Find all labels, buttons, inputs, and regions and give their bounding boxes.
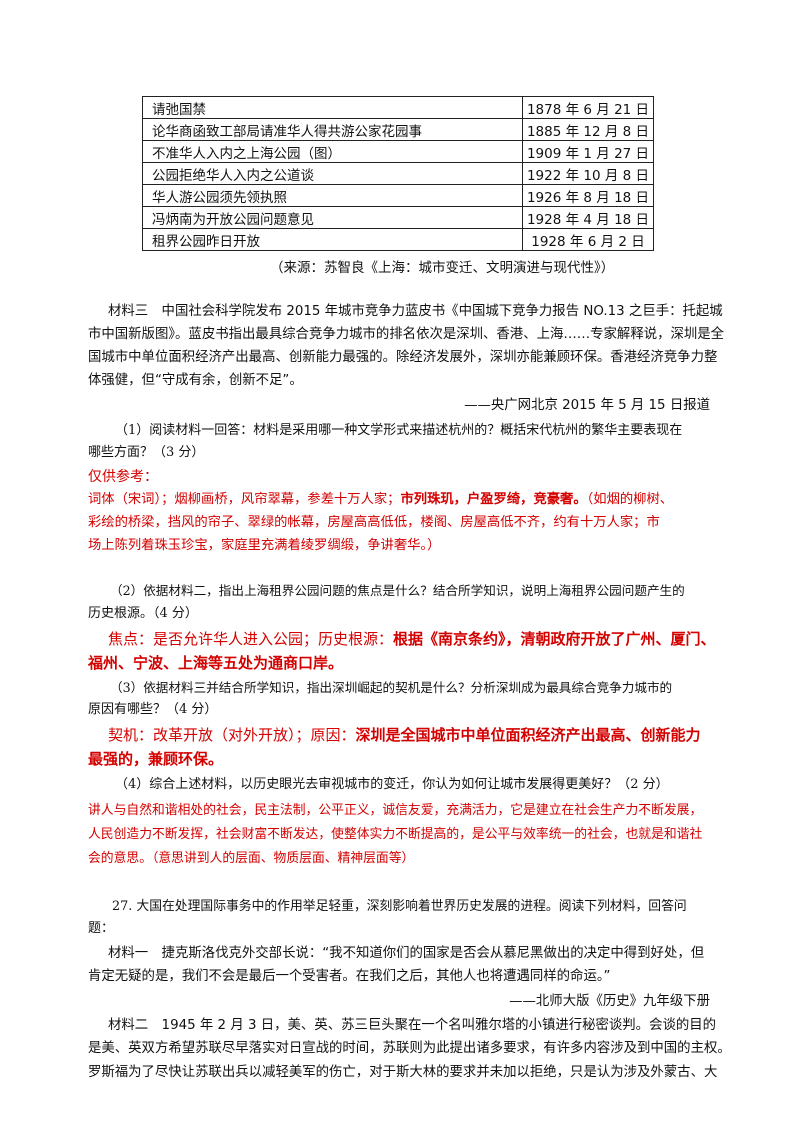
- q27-material2-line: 材料二 1945 年 2 月 3 日，美、英、苏三巨头聚在一个名叫雅尔塔的小镇进…: [108, 1018, 717, 1033]
- q3-line: 原因有哪些？（4 分）: [88, 702, 218, 717]
- q27-line: 题：: [88, 921, 115, 936]
- q3-line: （3）依据材料三并结合所学知识，指出深圳崛起的契机是什么？分析深圳成为最具综合竞…: [110, 680, 673, 695]
- material3-line: 体强健，但“守成有余，创新不足”。: [88, 373, 303, 388]
- q1-answer-text: （如烟的柳树、: [586, 492, 674, 507]
- date-cell: 1922 年 10 月 8 日: [522, 162, 654, 185]
- q1-line: （1）阅读材料一回答：材料是采用哪一种文学形式来描述杭州的？概括宋代杭州的繁华主…: [115, 423, 683, 438]
- event-cell: 不准华人入内之上海公园（图）: [142, 140, 523, 163]
- material3-line: 国城市中单位面积经济产出最高、创新能力最强的。除经济发展外，深圳亦能兼顾环保。香…: [88, 350, 718, 365]
- q2-answer-text: 焦点：是否允许华人进入公园；历史根源：: [108, 630, 394, 648]
- table-row: 不准华人入内之上海公园（图）1909 年 1 月 27 日: [142, 140, 654, 163]
- table-source: （来源：苏智良《上海：城市变迁、文明演进与现代性》）: [270, 260, 615, 276]
- q3-answer-bold: 深圳是全国城市中单位面积经济产出最高、创新能力: [355, 726, 701, 744]
- q27-material2-line: 罗斯福为了尽快让苏联出兵以减轻美军的伤亡，对于斯大林的要求并未加以拒绝，只是认为…: [88, 1065, 718, 1080]
- q27-material1-line: 肯定无疑的是，我们不会是最后一个受害者。在我们之后，其他人也将遭遇同样的命运。”: [88, 969, 611, 984]
- q3-answer-line: 最强的，兼顾环保。: [88, 750, 224, 768]
- material3-line: 材料三 中国社会科学院发布 2015 年城市竞争力蓝皮书《中国城下竞争力报告 N…: [108, 304, 723, 319]
- event-cell: 公园拒绝华人入内之公道谈: [142, 162, 523, 185]
- event-cell: 冯炳南为开放公园问题意见: [142, 206, 523, 229]
- q27-line: 27. 大国在处理国际事务中的作用举足轻重，深刻影响着世界历史发展的进程。阅读下…: [112, 899, 687, 914]
- q1-answer-line: 场上陈列着珠玉珍宝，家庭里充满着绫罗绸缎，争讲奢华。）: [88, 538, 441, 553]
- q27-material2-line: 是美、英双方希望苏联尽早落实对日宣战的时间，苏联则为此提出诸多要求，有许多内容涉…: [88, 1041, 731, 1056]
- q3-answer-line: 契机：改革开放（对外开放）；原因：深圳是全国城市中单位面积经济产出最高、创新能力: [108, 725, 701, 745]
- q2-line: 历史根源。（4 分）: [88, 606, 198, 621]
- event-cell: 华人游公园须先领执照: [142, 184, 523, 207]
- event-cell: 租界公园昨日开放: [142, 228, 523, 251]
- q27-material1-credit: ——北师大版《历史》九年级下册: [509, 994, 710, 1009]
- q2-line: （2）依据材料二，指出上海租界公园问题的焦点是什么？结合所学知识，说明上海租界公…: [110, 583, 685, 598]
- date-cell: 1928 年 4 月 18 日: [522, 206, 654, 229]
- event-cell: 请弛国禁: [142, 96, 523, 119]
- q1-answer-text: 词体（宋词）；烟柳画桥，风帘翠幕，参差十万人家；: [88, 492, 401, 507]
- event-cell: 论华商函致工部局请准华人得共游公家花园事: [142, 118, 523, 141]
- material3-line: 市中国新版图》。蓝皮书指出最具综合竞争力城市的排名依次是深圳、香港、上海……专家…: [88, 327, 725, 342]
- q1-reference-label: 仅供参考：: [88, 469, 158, 485]
- q2-answer-line: 焦点：是否允许华人进入公园；历史根源：根据《南京条约》，清朝政府开放了广州、厦门…: [108, 629, 716, 649]
- q1-line: 哪些方面？（3 分）: [88, 445, 205, 460]
- date-cell: 1885 年 12 月 8 日: [522, 118, 654, 141]
- material3-credit: ——央广网北京 2015 年 5 月 15 日报道: [464, 398, 710, 413]
- q1-answer-line: 彩绘的桥梁，挡风的帘子、翠绿的帐幕，房屋高高低低，楼阁、房屋高低不齐，约有十万人…: [88, 515, 660, 530]
- q4-answer-line: 会的意思。（意思讲到人的层面、物质层面、精神层面等）: [88, 851, 415, 866]
- date-cell: 1928 年 6 月 2 日: [522, 228, 654, 251]
- q4-answer-line: 人民创造力不断发挥，社会财富不断发达，使整体实力不断提高的，是公平与效率统一的社…: [88, 827, 703, 842]
- date-cell: 1926 年 8 月 18 日: [522, 184, 654, 207]
- q27-material1-line: 材料一 捷克斯洛伐克外交部长说：“我不知道你们的国家是否会从慕尼黑做出的决定中得…: [108, 946, 705, 961]
- date-cell: 1909 年 1 月 27 日: [522, 140, 654, 163]
- q1-answer-line: 词体（宋词）；烟柳画桥，风帘翠幕，参差十万人家；市列珠玑，户盈罗绮，竞豪奢。（如…: [88, 490, 673, 510]
- date-cell: 1878 年 6 月 21 日: [522, 96, 654, 119]
- q4-line: （4）综合上述材料，以历史眼光去审视城市的变迁，你认为如何让城市发展得更美好？（…: [115, 777, 669, 792]
- q4-answer-line: 讲人与自然和谐相处的社会，民主法制，公平正义，诚信友爱，充满活力，它是建立在社会…: [88, 803, 703, 818]
- q3-answer-text: 契机：改革开放（对外开放）；原因：: [108, 726, 356, 744]
- q2-answer-line: 福州、宁波、上海等五处为通商口岸。: [88, 654, 344, 672]
- q1-answer-bold: 市列珠玑，户盈罗绮，竞豪奢。: [400, 492, 587, 507]
- q2-answer-bold: 根据《南京条约》，清朝政府开放了广州、厦门、: [393, 630, 716, 648]
